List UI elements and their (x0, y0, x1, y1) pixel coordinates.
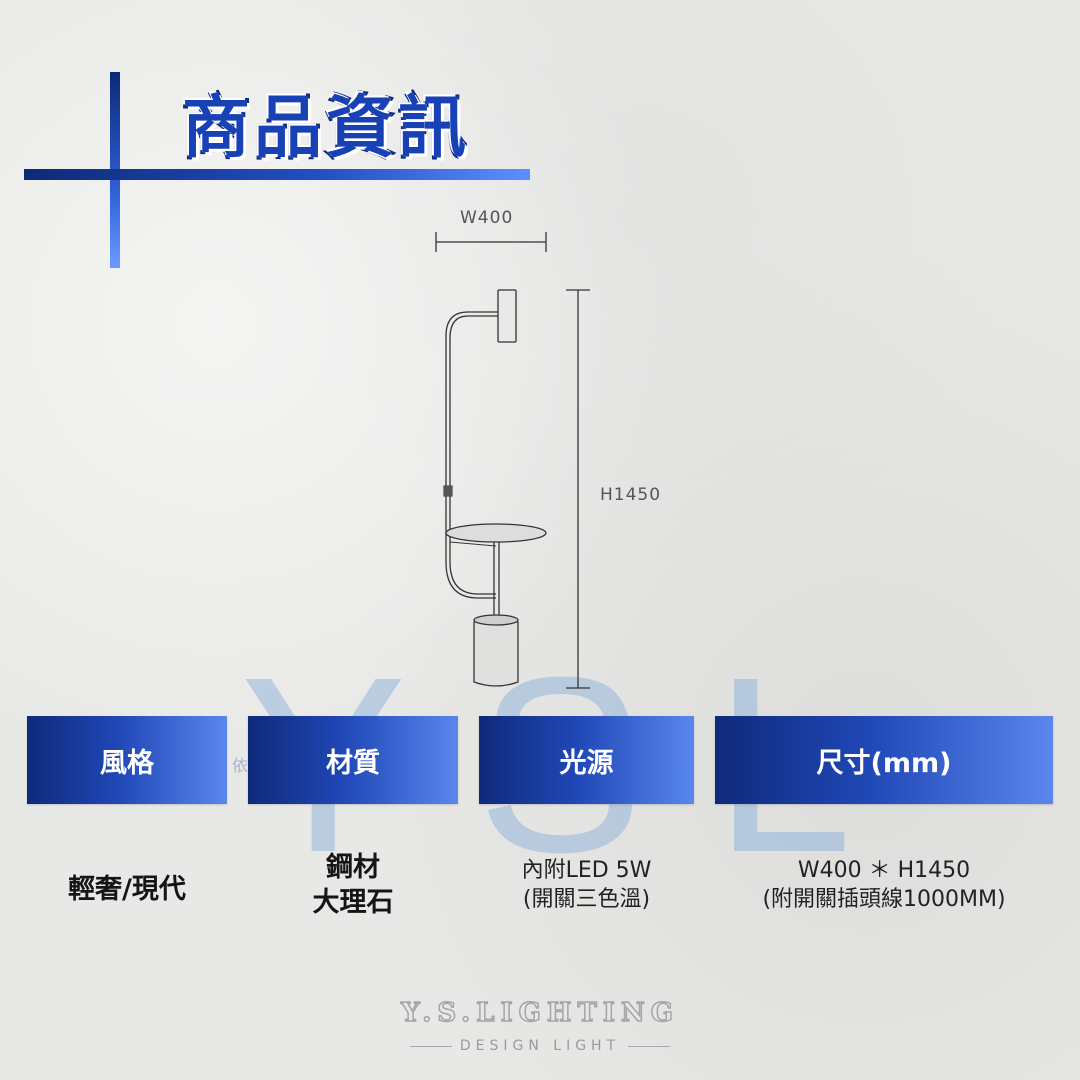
value-size: W400 ＊ H1450 (附開關插頭線1000MM) (715, 857, 1053, 914)
value-material: 鋼材 大理石 (248, 850, 458, 920)
value-size-line1: W400 ＊ H1450 (797, 858, 971, 883)
value-light-source: 內附LED 5W (開關三色溫) (479, 857, 694, 914)
width-label: W400 (460, 208, 514, 228)
horizontal-accent-line (24, 169, 530, 180)
value-size-line2: (附開關插頭線1000MM) (762, 886, 1006, 912)
page-title: 商品資訊 (180, 87, 471, 170)
value-light-line1: 內附LED 5W (521, 858, 652, 883)
header-style: 風格 (27, 716, 227, 804)
value-material-line2: 大理石 (312, 887, 394, 919)
height-label: H1450 (600, 485, 662, 505)
floor-lamp-diagram (435, 232, 590, 689)
value-material-line1: 鋼材 (326, 852, 380, 883)
header-material: 材質 (248, 716, 458, 804)
value-light-line2: (開關三色溫) (522, 886, 651, 912)
brand-subtitle: DESIGN LIGHT (0, 1038, 1080, 1054)
brand-logo-text: Y.S.LIGHTING (400, 997, 679, 1029)
header-size: 尺寸(mm) (715, 716, 1053, 804)
value-style: 輕奢/現代 (68, 874, 186, 905)
header-light-source: 光源 (479, 716, 694, 804)
